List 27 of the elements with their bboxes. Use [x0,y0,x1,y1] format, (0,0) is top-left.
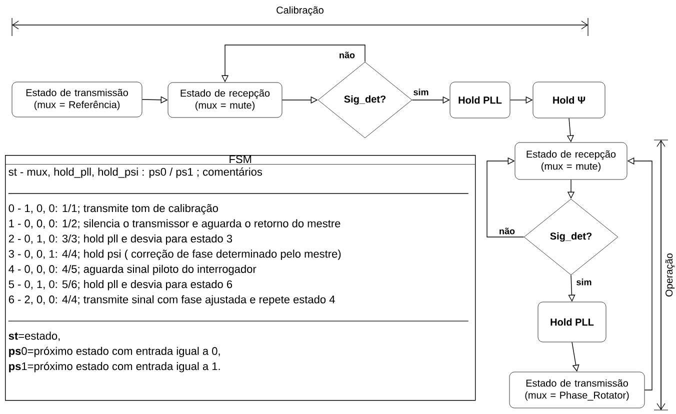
table-row: 4 - 0, 0, 0: 4/5; aguarda sinal piloto do interrogador [8,264,256,276]
edge-label: sim [414,88,428,96]
process-box: Hold PLL [538,302,606,342]
edge-label: não [500,228,515,234]
table-row: st - mux, hold_pll, hold_psi : ps0 / ps1 ; comentários [8,168,262,178]
edge-label: não [340,52,355,58]
fsm-table [5,155,476,401]
arrow [486,157,524,238]
table-row: 6 - 2, 0, 0: 4/4; transmite sinal com fase ajustada e repete estado 4 [8,295,335,306]
table-row: st=estado, [8,332,60,342]
state-box: Estado de recepção (mux = mute) [168,82,282,118]
table-title: FSM [230,155,252,164]
process-box: Hold Ψ [532,82,606,118]
process-box: Hold PLL [450,82,510,118]
table-row: 3 - 0, 0, 1: 4/4; hold psi ( correção de fase determinado pelo mestre) [8,250,341,260]
dimension-label: Operação [665,253,675,296]
edge-label: sim [576,278,592,286]
state-box: Estado de transmissão (mux = Phase_Rotator) [509,372,645,408]
table-row: 5 - 0, 1, 0: 5/6; hold pll e desvia para estado 6 [8,280,232,290]
table-row: 2 - 0, 1, 0: 3/3; hold pll e desvia para estado 3 [8,234,232,245]
table-row: 0 - 1, 0, 0: 1/1; transmite tom de calibração [8,204,218,214]
dimension-label: Calibração [276,6,324,16]
table-row: 1 - 0, 0, 0: 1/2; silencia o transmissor e aguarda o retorno do mestre [9,219,340,230]
state-box: Estado de transmissão (mux = Referência) [12,82,142,118]
table-row: ps0=próximo estado com entrada igual a 0, [9,346,220,358]
table-row: ps1=próximo estado com entrada igual a 1. [9,362,220,372]
state-box: Estado de recepção (mux = mute) [514,142,628,180]
